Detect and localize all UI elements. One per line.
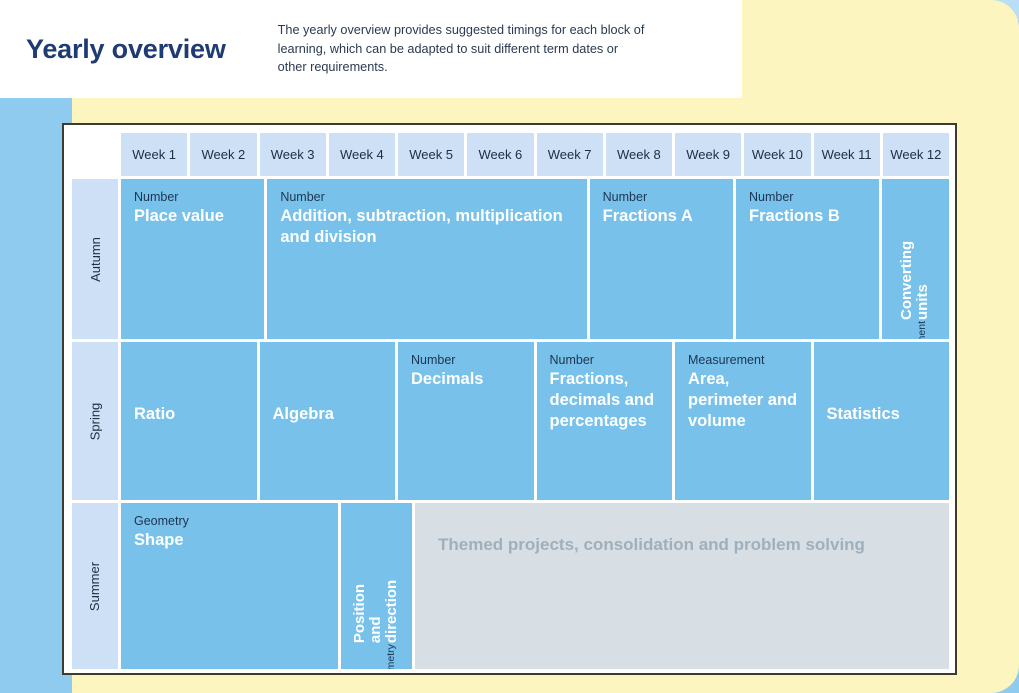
block-title: Fractions B bbox=[748, 207, 840, 225]
week-header-cell: Week 10 bbox=[744, 133, 811, 176]
block-title: Area, perimeter and volume bbox=[688, 370, 798, 430]
season-label-text: Spring bbox=[87, 402, 103, 440]
page-title: Yearly overview bbox=[26, 33, 226, 64]
season-label-summer: Summer bbox=[72, 503, 118, 669]
block-category: Number bbox=[549, 353, 594, 367]
season-label-text: Autumn bbox=[87, 236, 103, 282]
block-category: Measurement bbox=[688, 353, 765, 367]
season-label-autumn: Autumn bbox=[72, 179, 118, 339]
page-header: Yearly overview The yearly overview prov… bbox=[0, 0, 742, 98]
block-title: Themed projects, consolidation and probl… bbox=[438, 535, 865, 554]
block-category: Geometry bbox=[134, 514, 189, 528]
season-label-text: Summer bbox=[87, 561, 103, 611]
block-title: Position and direction bbox=[351, 579, 401, 644]
block-category: Geometry bbox=[385, 644, 398, 669]
block-title: Ratio bbox=[134, 404, 176, 423]
week-header-cell: Week 6 bbox=[467, 133, 534, 176]
week-header-cell: Week 9 bbox=[675, 133, 742, 176]
block-category: Number bbox=[411, 353, 456, 367]
week-header-cell: Week 4 bbox=[328, 133, 395, 176]
block-title: Fractions A bbox=[602, 207, 693, 225]
week-header-cell: Week 3 bbox=[259, 133, 326, 176]
block-category: Number bbox=[748, 190, 794, 204]
week-header-cell: Week 11 bbox=[813, 133, 880, 176]
week-header-cell: Week 2 bbox=[190, 133, 257, 176]
block-category: Number bbox=[134, 190, 179, 204]
block-title: Place value bbox=[134, 207, 224, 225]
block-title: Statistics bbox=[826, 404, 900, 423]
week-header-cell: Week 12 bbox=[882, 133, 949, 176]
block-title: Fractions, decimals and percentages bbox=[549, 370, 655, 430]
rotated-label-wrap: MeasurementConverting units bbox=[898, 240, 932, 339]
curriculum-block[interactable]: Statistics bbox=[813, 342, 949, 500]
block-title: Decimals bbox=[411, 370, 484, 388]
season-label-spring: Spring bbox=[72, 342, 118, 500]
week-header-cell: Week 8 bbox=[605, 133, 672, 176]
block-title: Shape bbox=[134, 531, 184, 549]
block-category: Number bbox=[280, 190, 325, 204]
curriculum-block[interactable]: MeasurementConverting units bbox=[882, 179, 949, 339]
curriculum-block[interactable]: Themed projects, consolidation and probl… bbox=[415, 503, 949, 669]
week-header-cell: Week 7 bbox=[536, 133, 603, 176]
block-category: Number bbox=[602, 190, 648, 204]
header-description: The yearly overview provides suggested t… bbox=[277, 23, 645, 75]
week-header-cell: Week 5 bbox=[398, 133, 465, 176]
curriculum-block[interactable]: Algebra bbox=[259, 342, 395, 500]
block-title: Converting units bbox=[898, 240, 932, 320]
block-category: Measurement bbox=[916, 321, 932, 339]
block-title: Algebra bbox=[272, 404, 334, 423]
block-title: Addition, subtraction, multiplication an… bbox=[280, 207, 563, 246]
curriculum-block[interactable]: Ratio bbox=[121, 342, 257, 500]
week-header-cell: Week 1 bbox=[121, 133, 188, 176]
